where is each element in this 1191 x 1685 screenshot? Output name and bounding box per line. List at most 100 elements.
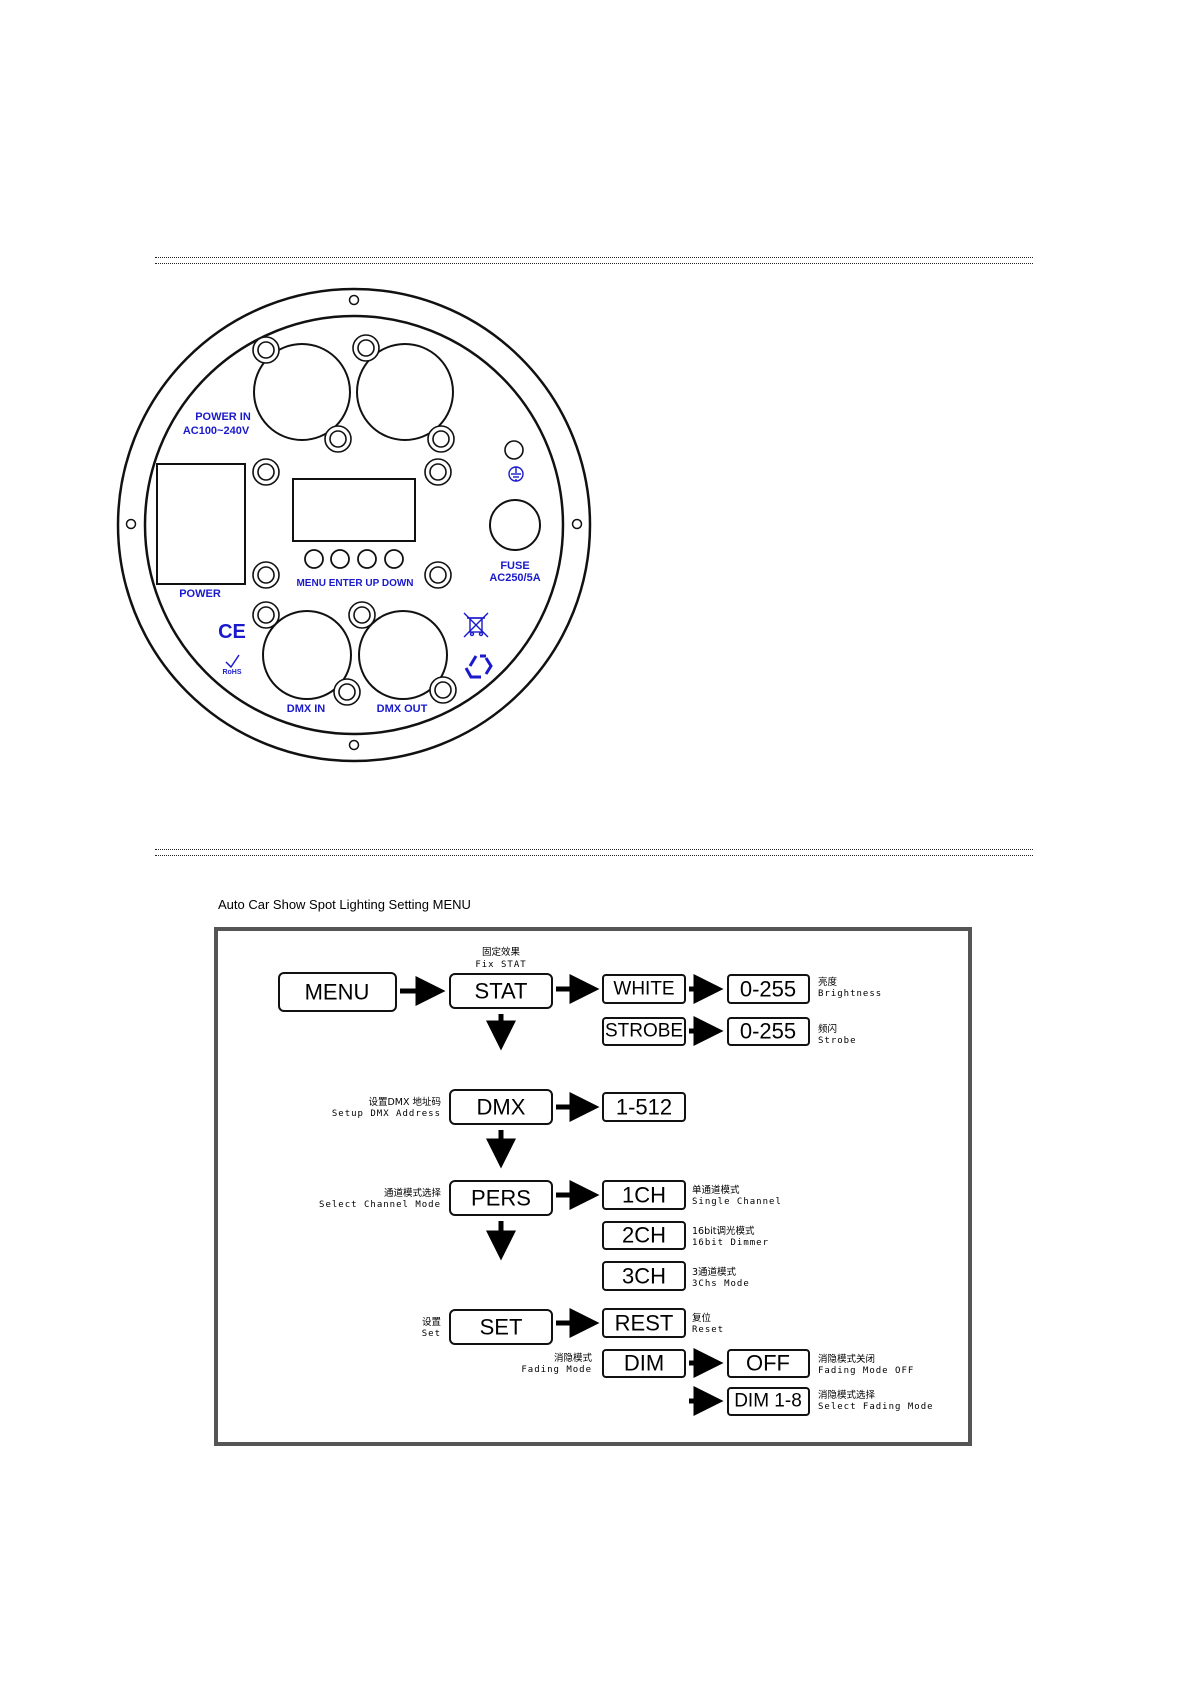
svg-text:MENU: MENU bbox=[305, 980, 370, 1005]
box-dim-1-8: DIM 1-8 bbox=[727, 1387, 810, 1416]
box-stat: STAT bbox=[449, 973, 553, 1009]
note-dmx-cn: 设置DMX 地址码 bbox=[368, 1096, 441, 1108]
box-pers: PERS bbox=[449, 1180, 553, 1216]
power-out-socket bbox=[356, 343, 454, 441]
box-3ch: 3CH bbox=[602, 1261, 686, 1291]
power-in-socket bbox=[253, 343, 351, 441]
note-set-cn: 设置 bbox=[422, 1317, 441, 1328]
note-dim18-cn: 消隐模式选择 bbox=[818, 1389, 876, 1401]
dmx-in-socket bbox=[262, 610, 352, 700]
flow-arrows bbox=[400, 974, 724, 1416]
svg-text:2CH: 2CH bbox=[622, 1223, 666, 1248]
fuse-holder bbox=[489, 499, 541, 551]
svg-text:1-512: 1-512 bbox=[616, 1095, 672, 1120]
mount-hole-top bbox=[348, 294, 360, 306]
rear-panel: POWER IN AC100~240V POWER MENU ENTER UP … bbox=[116, 287, 592, 763]
menu-button bbox=[304, 549, 324, 569]
middle-divider bbox=[155, 849, 1033, 856]
box-menu: MENU bbox=[278, 972, 397, 1012]
note-dim-cn: 消隐模式 bbox=[554, 1352, 593, 1364]
box-off: OFF bbox=[727, 1349, 810, 1378]
rohs-check-icon: RoHS bbox=[222, 654, 242, 676]
ground-icon bbox=[508, 466, 524, 482]
svg-text:3CH: 3CH bbox=[622, 1264, 666, 1289]
dmx-out-label: DMX OUT bbox=[377, 703, 428, 715]
svg-text:RoHS: RoHS bbox=[222, 669, 241, 676]
note-dim-en: Fading Mode bbox=[521, 1365, 592, 1375]
svg-text:0-255: 0-255 bbox=[740, 1019, 796, 1044]
note-pers-en: Select Channel Mode bbox=[319, 1200, 441, 1210]
svg-text:CE: CE bbox=[218, 621, 246, 643]
note-3ch-en: 3Chs Mode bbox=[692, 1279, 750, 1289]
note-dim18-en: Select Fading Mode bbox=[818, 1402, 934, 1412]
note-pers-cn: 通道模式选择 bbox=[384, 1187, 442, 1199]
mount-hole-bottom bbox=[348, 739, 360, 751]
box-dim: DIM bbox=[602, 1349, 686, 1378]
note-bright-en: Brightness bbox=[818, 989, 882, 999]
box-rest: REST bbox=[602, 1308, 686, 1338]
ce-mark-icon: CE bbox=[218, 621, 246, 643]
power-in-voltage-label: AC100~240V bbox=[183, 425, 250, 437]
svg-text:DIM 1-8: DIM 1-8 bbox=[734, 1391, 802, 1412]
box-dmx-range: 1-512 bbox=[602, 1092, 686, 1122]
dmx-in-label: DMX IN bbox=[287, 703, 326, 715]
svg-text:SET: SET bbox=[480, 1315, 523, 1340]
box-strobe: STROBE bbox=[602, 1017, 686, 1046]
note-rest-en: Reset bbox=[692, 1325, 724, 1335]
power-in-label: POWER IN bbox=[195, 411, 251, 423]
note-1ch-en: Single Channel bbox=[692, 1197, 782, 1207]
power-switch bbox=[156, 463, 246, 585]
note-2ch-en: 16bit Dimmer bbox=[692, 1238, 769, 1248]
box-dmx: DMX bbox=[449, 1089, 553, 1125]
panel-screws bbox=[252, 334, 457, 706]
note-set-en: Set bbox=[422, 1329, 441, 1339]
fuse-rating-label: AC250/5A bbox=[489, 572, 540, 584]
buttons-label: MENU ENTER UP DOWN bbox=[296, 578, 413, 589]
svg-text:WHITE: WHITE bbox=[613, 979, 674, 1000]
note-off-cn: 消隐模式关闭 bbox=[818, 1353, 875, 1365]
svg-text:STROBE: STROBE bbox=[605, 1021, 683, 1042]
note-2ch-cn: 16bit调光模式 bbox=[692, 1225, 755, 1237]
note-rest-cn: 复位 bbox=[692, 1312, 712, 1324]
menu-title: Auto Car Show Spot Lighting Setting MENU bbox=[218, 897, 471, 912]
svg-text:REST: REST bbox=[615, 1311, 674, 1336]
mount-hole-right bbox=[571, 518, 583, 530]
top-divider bbox=[155, 257, 1033, 264]
up-button bbox=[357, 549, 377, 569]
note-strobe-en: Strobe bbox=[818, 1036, 857, 1046]
note-stat-en: Fix STAT bbox=[475, 960, 526, 970]
note-off-en: Fading Mode OFF bbox=[818, 1366, 914, 1376]
outer-ring bbox=[116, 287, 592, 763]
box-white: WHITE bbox=[602, 974, 686, 1004]
svg-text:0-255: 0-255 bbox=[740, 977, 796, 1002]
box-white-range: 0-255 bbox=[727, 974, 810, 1004]
note-stat-cn: 固定效果 bbox=[482, 946, 521, 958]
mount-hole-left bbox=[125, 518, 137, 530]
box-strobe-range: 0-255 bbox=[727, 1017, 810, 1046]
enter-button bbox=[330, 549, 350, 569]
ground-stud bbox=[504, 440, 524, 460]
down-button bbox=[384, 549, 404, 569]
svg-text:DMX: DMX bbox=[477, 1095, 526, 1120]
recycle-icon bbox=[464, 654, 493, 679]
power-label: POWER bbox=[179, 588, 221, 600]
menu-frame bbox=[214, 927, 972, 1446]
fuse-label: FUSE bbox=[500, 560, 529, 572]
weee-bin-icon bbox=[463, 612, 489, 638]
box-1ch: 1CH bbox=[602, 1180, 686, 1210]
note-1ch-cn: 单通道模式 bbox=[692, 1184, 740, 1196]
box-set: SET bbox=[449, 1309, 553, 1345]
svg-text:OFF: OFF bbox=[746, 1351, 790, 1376]
inner-ring bbox=[143, 314, 565, 736]
svg-text:1CH: 1CH bbox=[622, 1183, 666, 1208]
note-3ch-cn: 3通道模式 bbox=[692, 1266, 737, 1278]
box-2ch: 2CH bbox=[602, 1221, 686, 1250]
note-bright-cn: 亮度 bbox=[818, 976, 838, 988]
led-display bbox=[292, 478, 416, 542]
dmx-out-socket bbox=[358, 610, 448, 700]
svg-text:DIM: DIM bbox=[624, 1351, 664, 1376]
note-strobe-cn: 频闪 bbox=[818, 1023, 837, 1035]
note-dmx-en: Setup DMX Address bbox=[332, 1109, 441, 1119]
svg-text:STAT: STAT bbox=[475, 979, 528, 1004]
